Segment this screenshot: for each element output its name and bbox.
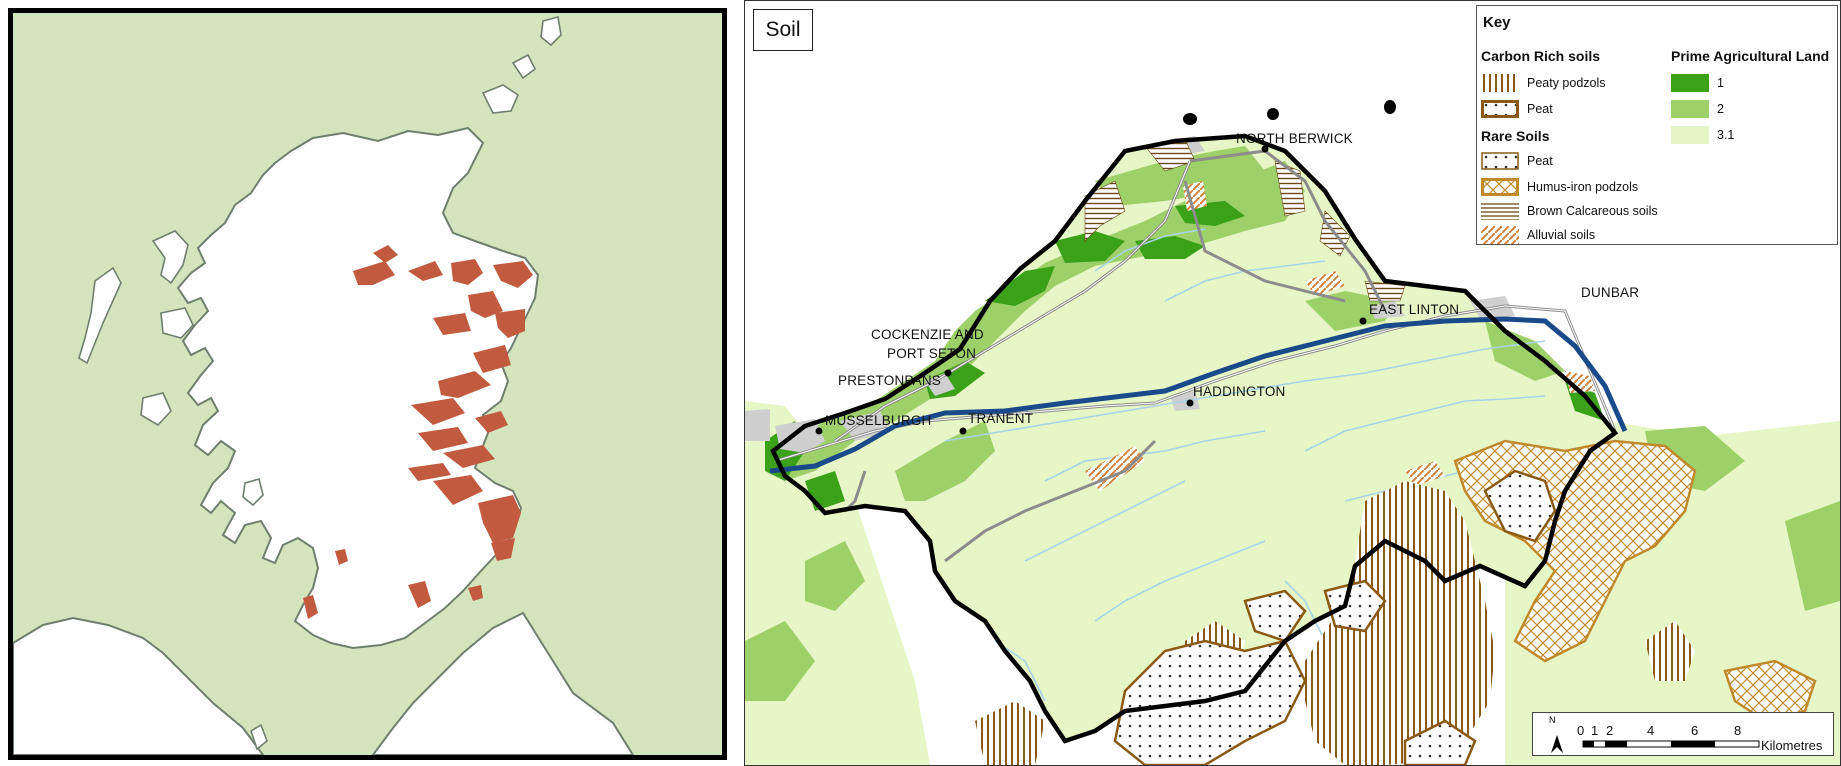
map-legend: Key Carbon Rich soils Peaty podzols Peat…	[1476, 5, 1838, 245]
prime-1-label: 1	[1717, 76, 1724, 90]
scotland-mainland	[176, 126, 540, 650]
alluvial-label: Alluvial soils	[1527, 228, 1596, 242]
scale-unit: Kilometres	[1761, 738, 1823, 753]
map-title: Soil	[753, 9, 813, 51]
offshore-islands	[1183, 100, 1396, 125]
roads-inner	[774, 160, 1616, 462]
area-boundary	[770, 133, 1619, 744]
north-berwick-marker	[1261, 145, 1269, 153]
shetland-islands	[540, 16, 562, 47]
north-label: N	[1549, 715, 1556, 725]
legend-prime-heading: Prime Agricultural Land	[1671, 48, 1830, 64]
legend-row-humus-iron: Humus-iron podzols	[1481, 176, 1638, 198]
legend-row-peaty-podzols: Peaty podzols	[1481, 72, 1606, 94]
scale-bar: N 0 1 2 4 6 8 Kilometres	[1532, 712, 1834, 756]
scale-tick-0: 0	[1577, 723, 1585, 738]
town-markers	[815, 145, 1367, 435]
haddington-marker	[1186, 399, 1194, 407]
scale-graphic	[1551, 735, 1760, 753]
town-label-east-linton: EAST LINTON	[1369, 302, 1460, 317]
east-linton-marker	[1359, 317, 1367, 325]
peaty-podzols-swatch	[1481, 74, 1519, 92]
town-label-tranent: TRANENT	[968, 411, 1034, 426]
prime-3-label: 3.1	[1717, 128, 1735, 142]
legend-row-rare-peat: Peat	[1481, 150, 1553, 172]
town-label-musselburgh: MUSSELBURGH	[825, 413, 932, 428]
town-label-prestonpans: PRESTONPANS	[838, 373, 941, 388]
town-label-haddington: HADDINGTON	[1193, 384, 1286, 399]
legend-row-prime-1: 1	[1671, 72, 1724, 94]
brown-calcareous-swatch	[1481, 202, 1519, 220]
carbon-soil-patches	[303, 245, 533, 619]
cockenzie-marker	[944, 369, 952, 377]
tranent-marker	[959, 427, 967, 435]
prime-1-swatch	[1671, 74, 1709, 92]
legend-row-alluvial: Alluvial soils	[1481, 224, 1595, 246]
arran-island	[242, 478, 264, 507]
islay-island	[140, 392, 172, 427]
blue-route	[769, 316, 1628, 474]
legend-row-carbon-peat: Peat	[1481, 98, 1553, 120]
scale-tick-6: 6	[1691, 723, 1699, 738]
scotland-overview-panel	[0, 0, 737, 766]
prime-3-swatch	[1671, 126, 1709, 144]
town-label-cockenzie: COCKENZIE AND	[871, 327, 984, 342]
carbon-peat-label: Peat	[1527, 102, 1553, 116]
brown-calcareous-label: Brown Calcareous soils	[1527, 204, 1658, 218]
legend-row-prime-3: 3.1	[1671, 124, 1734, 146]
legend-row-prime-2: 2	[1671, 98, 1724, 120]
skye-island	[151, 230, 189, 285]
town-label-port-seton: PORT SETON	[887, 346, 977, 361]
legend-rare-heading: Rare Soils	[1481, 128, 1550, 144]
england	[371, 611, 635, 755]
carbon-peat-swatch	[1481, 100, 1519, 118]
legend-carbon-heading: Carbon Rich soils	[1481, 48, 1601, 64]
scale-tick-2: 2	[1606, 723, 1614, 738]
north-arrow-icon	[1551, 735, 1563, 753]
outer-hebrides	[78, 266, 122, 365]
orkney-islands	[481, 84, 520, 114]
prime-2-label: 2	[1717, 102, 1724, 116]
scotland-map	[13, 13, 722, 755]
rare-peat-label: Peat	[1527, 154, 1553, 168]
town-label-dunbar: DUNBAR	[1581, 285, 1640, 300]
scale-tick-1: 1	[1591, 723, 1599, 738]
isle-of-man	[250, 723, 268, 751]
orkney-islands-2	[511, 53, 537, 80]
prime-land-1-patches	[765, 201, 1605, 511]
legend-row-brown-calcareous: Brown Calcareous soils	[1481, 200, 1658, 222]
rare-peat-swatch	[1481, 152, 1519, 170]
humus-iron-swatch	[1481, 178, 1519, 196]
alluvial-swatch	[1481, 226, 1519, 244]
humus-iron-label: Humus-iron podzols	[1527, 180, 1639, 194]
scale-tick-8: 8	[1734, 723, 1742, 738]
soil-map	[745, 1, 1840, 765]
musselburgh-marker	[815, 427, 823, 435]
scotland-map-frame	[8, 8, 727, 760]
northern-ireland	[13, 616, 265, 755]
prime-2-swatch	[1671, 100, 1709, 118]
peaty-podzols-label: Peaty podzols	[1527, 76, 1606, 90]
soil-map-panel: Soil NORTH BERWICK DUNBAR EAST LINTON CO…	[744, 0, 1841, 766]
town-label-north-berwick: NORTH BERWICK	[1236, 131, 1353, 146]
legend-title: Key	[1483, 14, 1511, 31]
mull-island	[160, 307, 194, 339]
scale-tick-4: 4	[1647, 723, 1655, 738]
